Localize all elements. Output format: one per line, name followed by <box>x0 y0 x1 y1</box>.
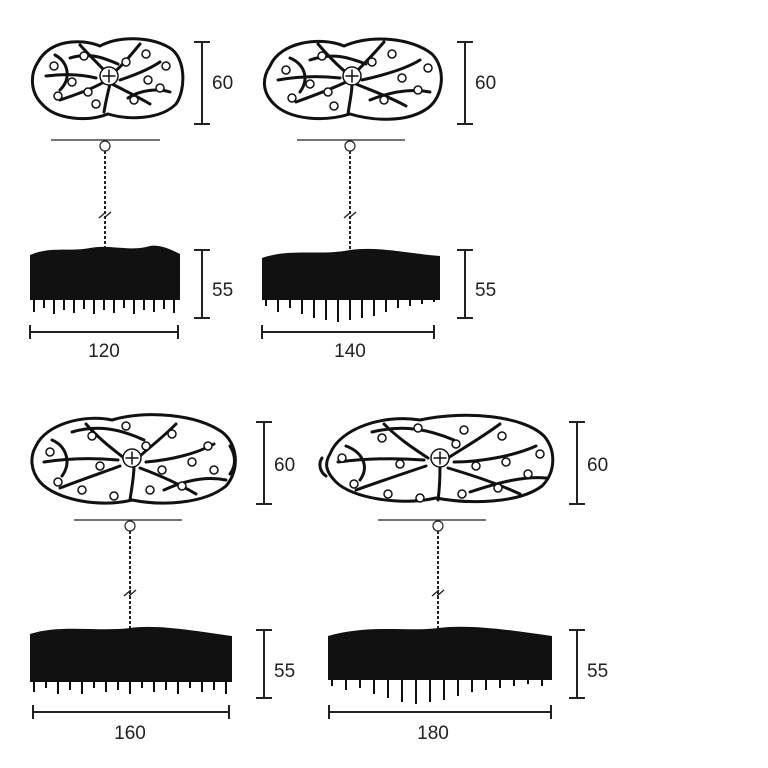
height-dimension-drop <box>569 629 585 699</box>
top-height-label: 60 <box>212 73 233 94</box>
side-view <box>262 139 440 322</box>
width-dimension <box>29 325 179 339</box>
top-height-label: 60 <box>587 455 608 476</box>
width-label: 120 <box>88 341 120 362</box>
height-dimension-top <box>457 41 473 125</box>
height-dimension-drop <box>194 249 210 319</box>
height-dimension-drop <box>457 249 473 319</box>
width-label: 140 <box>334 341 366 362</box>
width-label: 160 <box>114 723 146 744</box>
side-view <box>30 139 180 314</box>
width-dimension <box>328 705 552 719</box>
model-180: 60 55 180 <box>318 413 608 744</box>
height-dimension-top <box>256 421 272 505</box>
width-dimension <box>32 705 230 719</box>
top-view <box>30 413 237 505</box>
height-dimension-top <box>194 41 210 125</box>
model-140: 60 55 140 <box>261 37 496 362</box>
model-160: 60 55 160 <box>30 413 295 744</box>
model-120: 60 55 120 <box>29 37 233 362</box>
drop-height-label: 55 <box>212 280 233 301</box>
side-view <box>328 519 552 704</box>
top-view <box>263 37 443 121</box>
height-dimension-top <box>569 421 585 505</box>
drop-height-label: 55 <box>475 280 496 301</box>
top-view <box>31 37 185 121</box>
top-view <box>318 413 555 504</box>
drop-height-label: 55 <box>587 661 608 682</box>
drop-height-label: 55 <box>274 661 295 682</box>
top-height-label: 60 <box>475 73 496 94</box>
side-view <box>30 519 232 694</box>
width-dimension <box>261 325 435 339</box>
height-dimension-drop <box>256 629 272 699</box>
top-height-label: 60 <box>274 455 295 476</box>
width-label: 180 <box>417 723 449 744</box>
